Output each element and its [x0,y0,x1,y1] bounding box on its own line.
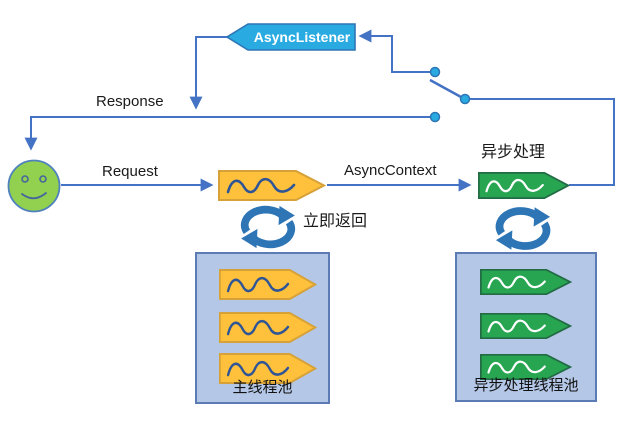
switch-lever [429,78,462,99]
cycle-arrows-icon [494,205,552,252]
async-listener-label: AsyncListener [254,29,351,45]
switch-terminal-dot [429,111,441,123]
thread-shape [219,269,317,300]
thread-shape [480,269,572,295]
result-to-switch-line [468,98,615,186]
async-thread-pool-panel: 异步处理线程池 [455,252,597,402]
request-label: Request [102,163,158,180]
main-thread-pool-label: 主线程池 [232,379,293,396]
switch-to-listener-line [358,29,432,73]
async-listener-shape: AsyncListener [226,23,356,51]
cycle-arrows-icon [239,204,297,250]
async-processing-label: 异步处理 [481,144,546,161]
response-label: Response [96,93,164,110]
immediate-return-label: 立即返回 [303,213,368,230]
response-line [24,116,432,151]
main-servlet-shape [218,170,326,201]
thread-shape [219,312,317,343]
switch-pivot-dot [459,93,471,105]
listener-complete-line [189,36,228,110]
thread-shape [480,313,572,339]
user-smiley-icon [7,159,61,213]
switch-terminal-dot [429,66,441,78]
main-thread-pool-panel: 主线程池 [195,252,330,404]
async-servlet-shape [478,172,570,199]
async-context-label: AsyncContext [344,162,437,179]
async-thread-pool-label: 异步处理线程池 [473,377,579,394]
